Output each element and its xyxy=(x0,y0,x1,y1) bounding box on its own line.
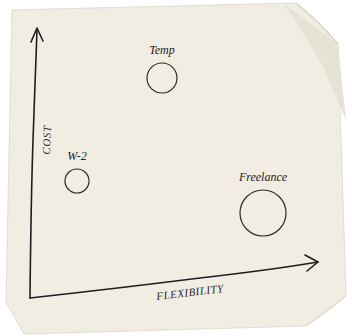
circle-label: Freelance xyxy=(239,171,287,184)
y-axis xyxy=(30,30,37,298)
fold-line xyxy=(296,3,338,44)
circle-outline xyxy=(146,62,178,94)
circle-label: Temp xyxy=(149,44,175,57)
circle-shape xyxy=(240,190,286,236)
circle-shape xyxy=(147,63,177,93)
circle-label: W-2 xyxy=(67,150,87,163)
circle-outline xyxy=(64,168,90,194)
napkin xyxy=(6,3,346,334)
circle-node: Freelance xyxy=(237,171,289,237)
circle-node: Temp xyxy=(144,44,180,94)
circle-shape xyxy=(65,169,89,193)
axis-arrowhead xyxy=(31,28,43,42)
axis-label: COST xyxy=(39,125,52,154)
circle-node: W-2 xyxy=(62,150,92,194)
napkin-fold xyxy=(284,4,346,120)
fold-line xyxy=(306,296,346,326)
circle-outline xyxy=(239,189,287,237)
axis-arrowhead xyxy=(305,255,318,271)
